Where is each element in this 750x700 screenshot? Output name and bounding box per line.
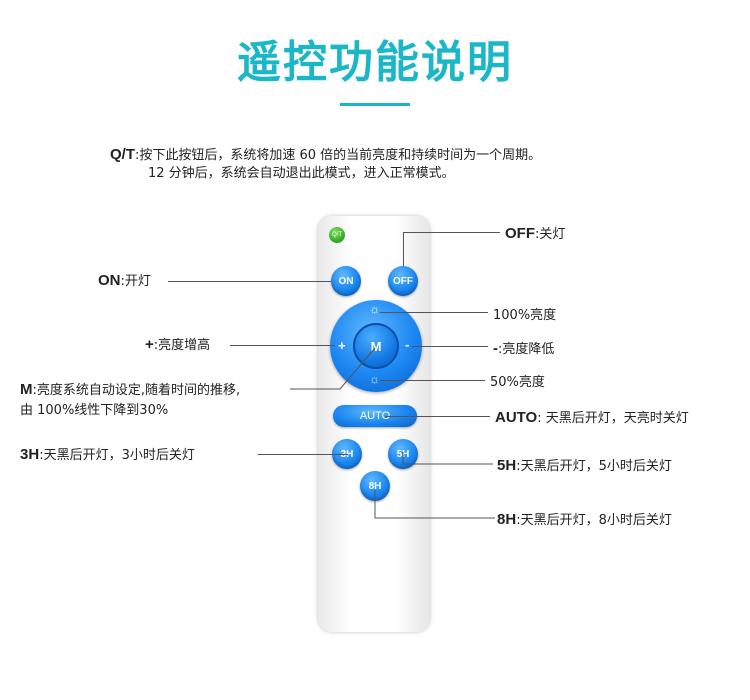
h3-leader: [258, 454, 348, 455]
plus-button[interactable]: +: [338, 338, 346, 353]
bright-50-icon: ☼: [369, 372, 380, 386]
m-label: M:亮度系统自动设定,随着时间的推移,: [20, 379, 240, 398]
h8-label: 8H:天黑后开灯，8小时后关灯: [497, 509, 672, 528]
m-label-line2: 由 100%线性下降到30%: [20, 403, 169, 418]
plus-label: +:亮度增高: [145, 334, 210, 353]
qt-desc-line2: 12 分钟后，系统会自动退出此模式，进入正常模式。: [148, 166, 455, 181]
plus-label-key: +: [145, 336, 154, 353]
bright-100-icon: ☼: [369, 302, 380, 316]
auto-label-key: AUTO: [495, 409, 538, 426]
h5-label-text: :天黑后开灯，5小时后关灯: [516, 459, 672, 474]
on-label-key: ON: [98, 272, 121, 289]
qt-key: Q/T: [110, 146, 135, 163]
m-button[interactable]: M: [353, 323, 399, 369]
off-label-text: :关灯: [535, 227, 566, 242]
on-leader: [168, 281, 331, 282]
h8-label-key: 8H: [497, 511, 517, 528]
plus-leader: [230, 345, 335, 346]
h5-label-key: 5H: [497, 457, 517, 474]
m-label-key: M: [20, 381, 33, 398]
off-leader-v: [403, 232, 404, 266]
bright50-label: 50%亮度: [490, 375, 545, 390]
off-button[interactable]: OFF: [388, 266, 418, 296]
h3-label-key: 3H: [20, 446, 40, 463]
auto-leader: [385, 416, 490, 417]
qt-description: Q/T:按下此按钮后，系统将加速 60 倍的当前亮度和持续时间为一个周期。: [110, 145, 541, 165]
h5-label: 5H:天黑后开灯，5小时后关灯: [497, 455, 672, 474]
minus-button[interactable]: -: [405, 337, 410, 352]
off-leader-h: [403, 232, 500, 233]
title-underline: [340, 103, 410, 106]
bright100-leader: [380, 312, 488, 313]
qt-button[interactable]: Q/T: [329, 227, 345, 243]
minus-label-key: -: [493, 340, 498, 357]
on-label: ON:开灯: [98, 270, 151, 289]
plus-label-text: :亮度增高: [153, 338, 211, 353]
minus-label: -:亮度降低: [493, 338, 554, 357]
page-title: 遥控功能说明: [237, 37, 513, 88]
m-label-text: :亮度系统自动设定,随着时间的推移,: [32, 383, 241, 398]
auto-button[interactable]: AUTO: [333, 405, 417, 427]
h5-leader: [402, 452, 493, 465]
h8-label-text: :天黑后开灯，8小时后关灯: [516, 513, 672, 528]
bright50-leader: [380, 380, 485, 381]
m-leader: [290, 347, 376, 390]
on-label-text: :开灯: [120, 274, 151, 289]
auto-label: AUTO: 天黑后开灯，天亮时关灯: [495, 407, 689, 426]
on-button[interactable]: ON: [331, 266, 361, 296]
h3-label-text: :天黑后开灯，3小时后关灯: [39, 448, 195, 463]
h3-label: 3H:天黑后开灯，3小时后关灯: [20, 444, 195, 463]
h8-leader: [374, 490, 495, 519]
minus-label-text: :亮度降低: [498, 342, 555, 357]
auto-label-text: : 天黑后开灯，天亮时关灯: [537, 411, 689, 426]
off-label-key: OFF: [505, 225, 535, 242]
bright100-label: 100%亮度: [493, 308, 557, 323]
off-label: OFF:关灯: [505, 223, 565, 242]
minus-leader: [412, 346, 488, 347]
qt-desc-line1: :按下此按钮后，系统将加速 60 倍的当前亮度和持续时间为一个周期。: [135, 148, 542, 163]
